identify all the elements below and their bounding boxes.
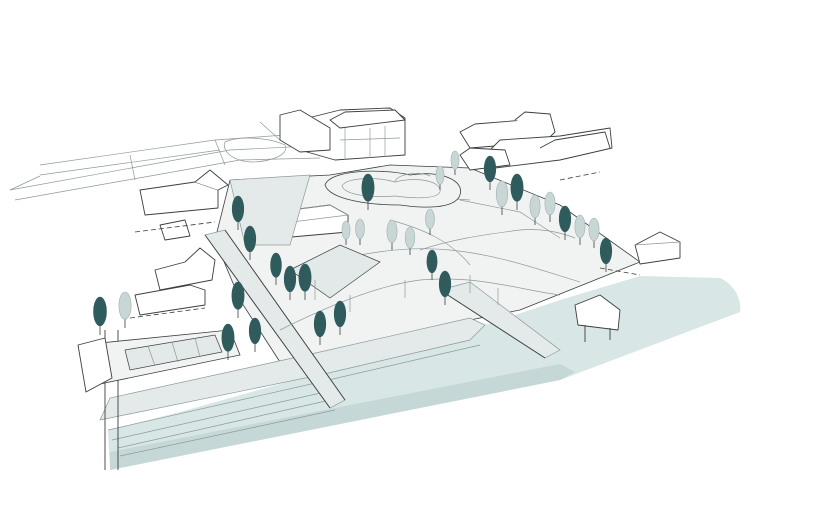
tree-icon [298, 263, 312, 300]
tree-icon [333, 300, 347, 335]
tree-icon [93, 296, 107, 335]
tree-icon [450, 150, 460, 175]
lamp-posts [314, 275, 499, 312]
tree-icon [510, 173, 524, 210]
background-street-grid [9, 121, 331, 201]
tree-icon [588, 217, 600, 248]
tree-icon [386, 219, 398, 250]
tree-icon [574, 214, 586, 245]
tree-icon [435, 165, 445, 190]
tree-icon [341, 220, 351, 245]
house-far-right [634, 231, 681, 265]
left-houses [134, 169, 229, 316]
tree-icon [231, 281, 245, 318]
tree-icon [544, 191, 556, 222]
ornamental-pond [324, 170, 461, 208]
right-houses [459, 111, 613, 171]
tree-icon [558, 205, 572, 240]
tree-icon [404, 226, 416, 255]
tree-icon [243, 225, 257, 260]
tree-icon [118, 291, 132, 328]
central-lawn [289, 244, 381, 299]
tree-icon [221, 323, 235, 360]
tree-icon [599, 237, 613, 272]
tree-icon [355, 218, 365, 245]
river-water-bank [110, 364, 575, 470]
sports-courts [79, 329, 241, 386]
tree-icon [495, 180, 509, 215]
main-diagonal-road [204, 229, 561, 409]
tree-icon [283, 265, 297, 300]
tree-icon [426, 249, 438, 280]
tree-icon [529, 194, 541, 225]
trees [93, 150, 613, 360]
tree-icon [313, 310, 327, 345]
main-building [279, 107, 406, 161]
tree-icon [483, 155, 497, 190]
tree-icon [231, 195, 245, 230]
tree-icon [425, 208, 435, 235]
tree-icon [361, 173, 375, 210]
tree-icon [248, 317, 262, 352]
tree-icon [438, 270, 452, 305]
house-far-right-roof [634, 241, 681, 246]
pavilion-block [77, 337, 113, 393]
riverside-gazebo [574, 294, 621, 342]
site-boundary [129, 171, 641, 319]
tree-icon [270, 252, 282, 285]
